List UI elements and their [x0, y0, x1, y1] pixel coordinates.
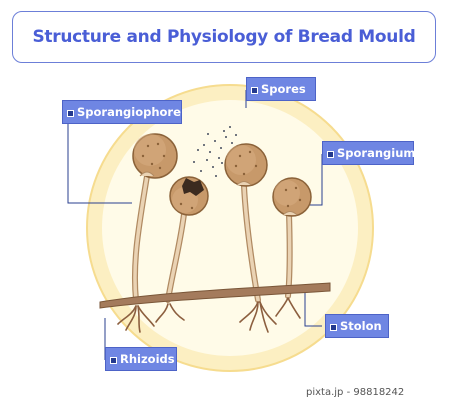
label-rhizoids: Rhizoids	[105, 347, 177, 371]
label-pin	[330, 324, 337, 331]
label-spores-text: Spores	[261, 82, 306, 96]
rhizoids	[117, 297, 301, 333]
sporangium-1	[132, 133, 178, 179]
label-pin	[67, 110, 74, 117]
spores-cloud	[193, 126, 237, 177]
label-stolon-text: Stolon	[340, 319, 382, 333]
label-sporangiophore-text: Sporangiophore	[77, 105, 181, 119]
label-stolon: Stolon	[325, 314, 389, 338]
label-pin	[110, 357, 117, 364]
sporangium-2-burst	[169, 176, 209, 216]
label-spores: Spores	[246, 77, 316, 101]
label-pin	[251, 87, 258, 94]
label-rhizoids-text: Rhizoids	[120, 352, 175, 366]
title-box: Structure and Physiology of Bread Mould	[12, 11, 436, 63]
label-sporangiophore: Sporangiophore	[62, 100, 182, 124]
label-sporangium: Sporangium	[322, 141, 416, 165]
diagram-title: Structure and Physiology of Bread Mould	[32, 27, 416, 47]
label-sporangium-text: Sporangium	[337, 146, 416, 160]
image-credit: pixta.jp - 98818242	[306, 387, 405, 398]
label-pin	[327, 151, 334, 158]
sporangium-4	[272, 177, 312, 217]
stolon	[99, 282, 331, 309]
sporangium-speckles	[141, 142, 302, 210]
sporangium-3	[224, 143, 268, 187]
